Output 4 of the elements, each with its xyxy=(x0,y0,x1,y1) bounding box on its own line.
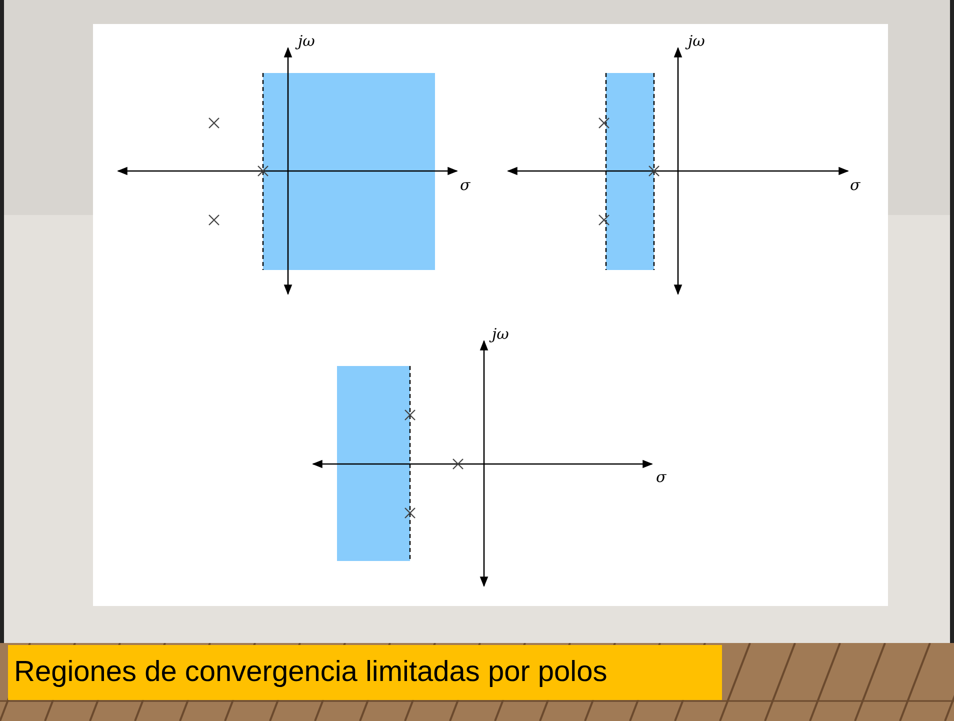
caption-banner: Regiones de convergencia limitadas por polos xyxy=(8,645,722,700)
axis-label: σ xyxy=(656,468,666,486)
axis-label: σ xyxy=(460,176,470,194)
axis-label: σ xyxy=(850,176,860,194)
